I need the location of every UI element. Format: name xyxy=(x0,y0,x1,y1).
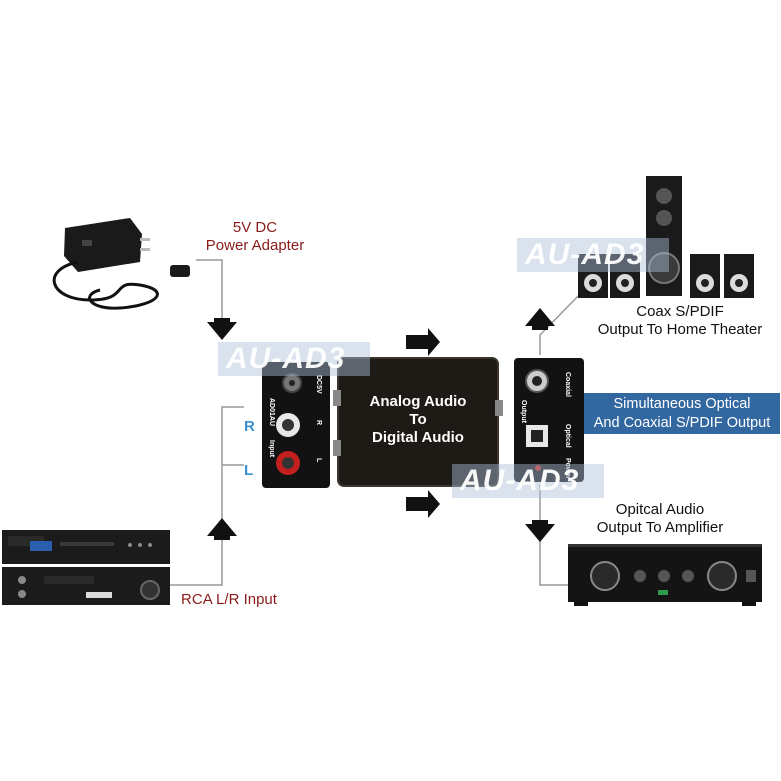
watermark-top-right: AU-AD3 xyxy=(517,238,669,272)
home-theater-image xyxy=(578,176,754,298)
watermark-left: AU-AD3 xyxy=(218,342,370,376)
optical-output-label-2: Output To Amplifier xyxy=(596,519,724,536)
up-arrow-coax xyxy=(525,308,555,330)
coax-output-label-1: Coax S/PDIF xyxy=(636,303,724,320)
down-arrow-power xyxy=(207,318,237,340)
port-power-label: Power xyxy=(564,458,571,479)
banner-line-2: And Coaxial S/PDIF Output xyxy=(593,415,771,431)
rca-line xyxy=(170,540,223,586)
power-adapter-label-2: Power Adapter xyxy=(205,237,305,254)
arrows xyxy=(207,308,555,542)
converter-line1: Analog Audio xyxy=(370,393,467,410)
rca-r-line xyxy=(221,406,244,540)
port-dc-label: DC5V xyxy=(315,375,322,394)
amplifier-image xyxy=(568,544,762,606)
converter-line2: To xyxy=(409,411,426,428)
coax-output-label-2: Output To Home Theater xyxy=(597,321,763,338)
port-model-label: AD01AU xyxy=(268,398,275,426)
port-output-label: Output xyxy=(520,400,527,424)
banner-line-1: Simultaneous Optical xyxy=(613,396,751,412)
up-arrow-rca xyxy=(207,518,237,540)
simultaneous-output-banner: Simultaneous Optical And Coaxial S/PDIF … xyxy=(584,393,780,434)
converter-input-panel: AD01AU DC5V Input R L xyxy=(262,362,330,488)
optical-output-label-1: Opitcal Audio xyxy=(615,501,705,518)
connector-lines xyxy=(170,259,600,586)
right-arrow-bottom xyxy=(406,490,440,518)
optical-line xyxy=(539,485,572,586)
port-l-label: L xyxy=(315,458,322,463)
converter-body: Analog Audio To Digital Audio xyxy=(333,357,503,487)
port-input-label: Input xyxy=(268,440,275,458)
port-r-label: R xyxy=(315,420,322,425)
power-adapter-image xyxy=(52,218,190,310)
port-coaxial-label: Coaxial xyxy=(564,372,571,397)
rca-input-label: RCA L/R Input xyxy=(181,591,277,608)
right-arrow-top xyxy=(406,328,440,356)
channel-l-label: L xyxy=(244,462,254,479)
converter-output-panel: Output Coaxial Optical Power xyxy=(514,358,584,482)
power-adapter-label-1: 5V DC xyxy=(232,219,278,236)
watermark-bottom: AU-AD3 xyxy=(452,464,604,498)
cd-player-image xyxy=(2,530,170,605)
down-arrow-optical xyxy=(525,520,555,542)
port-optical-label: Optical xyxy=(564,424,571,448)
channel-r-label: R xyxy=(244,418,255,435)
power-line xyxy=(196,259,223,318)
converter-line3: Digital Audio xyxy=(372,429,464,446)
